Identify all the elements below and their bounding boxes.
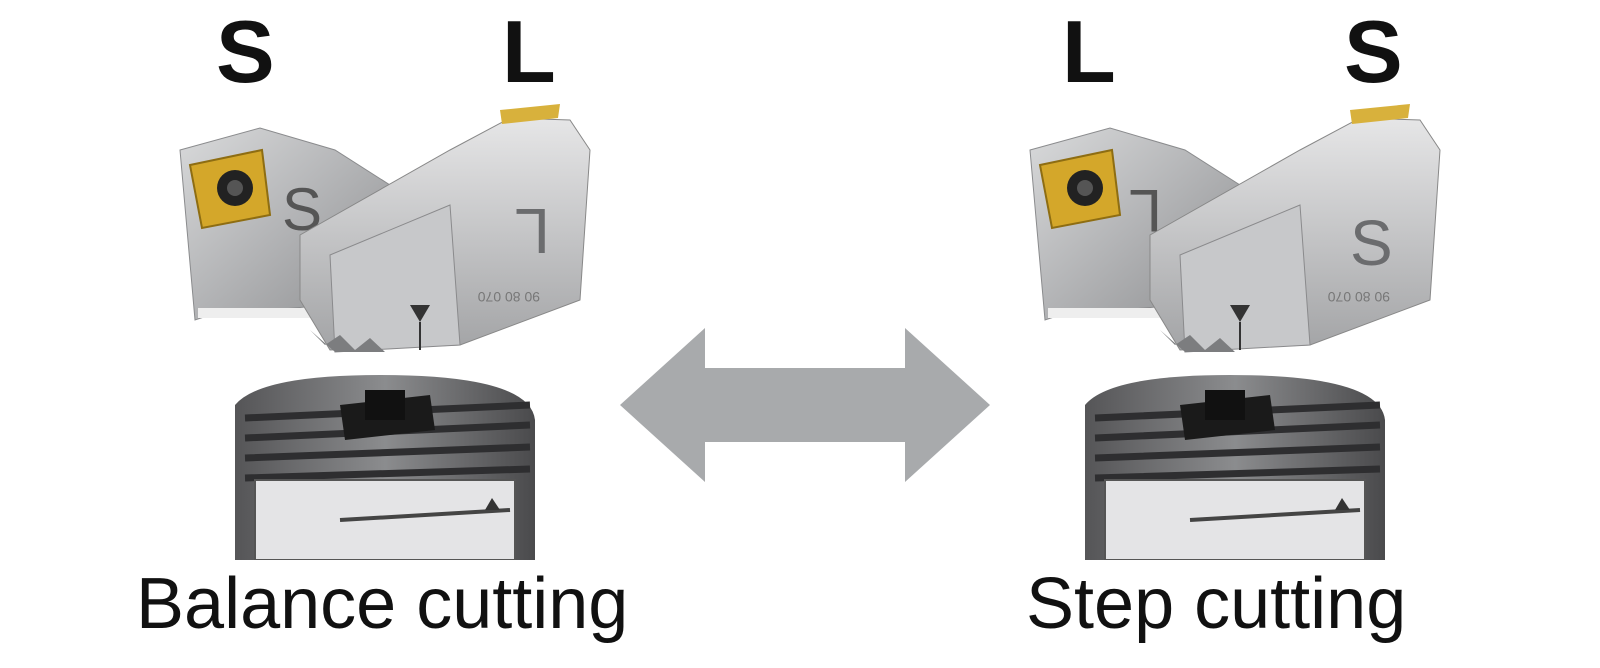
scale-text: 90 80 070 [1328, 289, 1390, 305]
short-cartridge-front: S 90 80 070 [1149, 104, 1441, 353]
boring-head-illustration-left: S L 90 80 070 [179, 104, 591, 560]
boring-head-illustration-right: L S 90 80 070 [1029, 104, 1441, 560]
caption-step-cutting: Step cutting [1026, 564, 1407, 644]
short-cartridge: S [179, 127, 391, 321]
right-label-s: S [1344, 2, 1403, 101]
long-cartridge: L 90 80 070 [299, 104, 591, 353]
front-engraving: L [514, 195, 550, 267]
left-label-l: L [502, 2, 556, 101]
scale-text: 90 80 070 [478, 289, 540, 305]
right-label-l: L [1062, 2, 1116, 101]
balance-cutting-panel: S L S [136, 0, 710, 668]
boring-head-body [1085, 375, 1385, 560]
front-engraving: S [1350, 207, 1393, 279]
boring-head-body [235, 375, 535, 560]
caption-balance-cutting: Balance cutting [136, 564, 629, 644]
left-label-s: S [216, 2, 275, 101]
double-arrow-icon [620, 328, 990, 482]
step-cutting-panel: L S L [1010, 0, 1570, 668]
